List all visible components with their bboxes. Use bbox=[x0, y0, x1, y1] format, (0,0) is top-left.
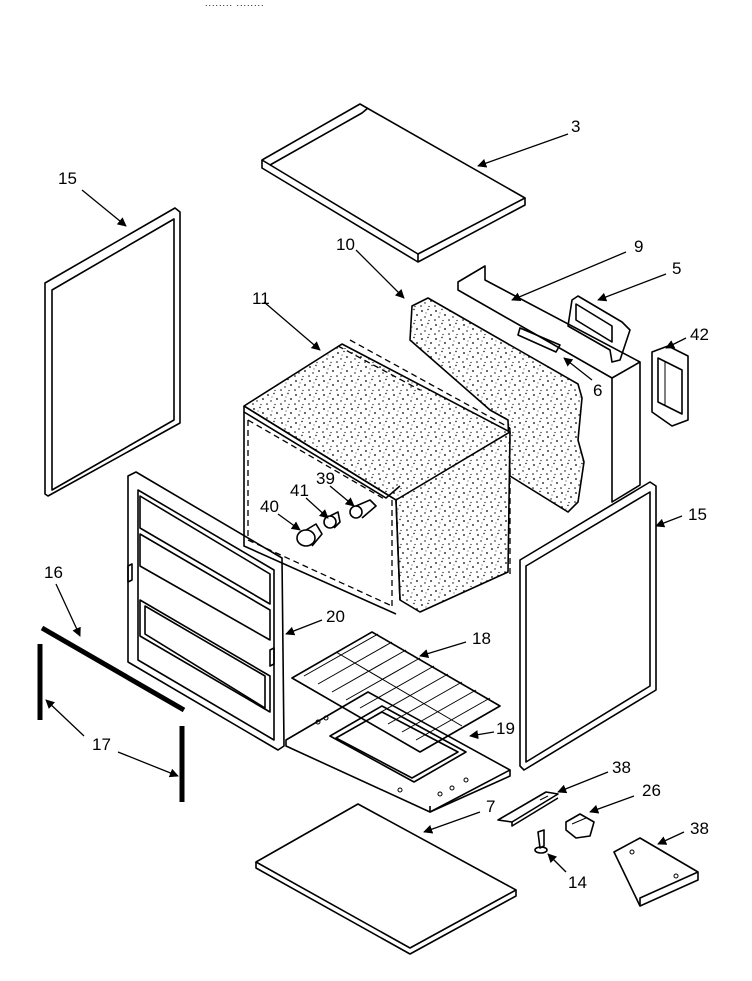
left-side-panel-part-15 bbox=[44, 207, 181, 497]
back-panel-part-9 bbox=[457, 265, 641, 503]
trim-strip-part-16 bbox=[40, 625, 186, 713]
label-19: 19 bbox=[496, 719, 515, 738]
label-10: 10 bbox=[336, 235, 355, 254]
oven-rack-part-18 bbox=[291, 631, 501, 753]
label-15-left: 15 bbox=[58, 169, 77, 188]
oven-insulation-part-11 bbox=[243, 339, 511, 613]
oven-front-frame-part-20 bbox=[127, 471, 285, 751]
label-40: 40 bbox=[260, 497, 279, 516]
leader-lines bbox=[45, 133, 687, 873]
label-7: 7 bbox=[486, 797, 495, 816]
label-38-upper: 38 bbox=[612, 758, 631, 777]
label-15-right: 15 bbox=[688, 505, 707, 524]
label-5: 5 bbox=[672, 259, 681, 278]
label-42: 42 bbox=[690, 325, 709, 344]
bottom-panel-part-7 bbox=[255, 803, 517, 955]
clip-part-26 bbox=[565, 813, 595, 839]
top-panel-part-3 bbox=[261, 103, 526, 263]
label-14: 14 bbox=[568, 873, 587, 892]
label-16: 16 bbox=[44, 563, 63, 582]
vent-trim-part-42 bbox=[651, 345, 689, 427]
bracket-part-38-lower bbox=[613, 837, 699, 907]
vent-bracket-part-5 bbox=[567, 295, 631, 363]
header-text: ........ ........ bbox=[205, 0, 265, 8]
label-18: 18 bbox=[472, 629, 491, 648]
label-6: 6 bbox=[593, 381, 602, 400]
label-41: 41 bbox=[290, 481, 309, 500]
label-39: 39 bbox=[316, 469, 335, 488]
label-11: 11 bbox=[252, 289, 270, 308]
label-38-lower: 38 bbox=[690, 819, 709, 838]
label-20: 20 bbox=[326, 607, 345, 626]
trim-strips-part-17 bbox=[37, 644, 185, 802]
screw-part-14 bbox=[534, 829, 548, 854]
oven-liner-box bbox=[243, 406, 401, 615]
switch-part-39 bbox=[349, 499, 377, 519]
bezel-part-41 bbox=[323, 511, 341, 529]
label-3: 3 bbox=[571, 117, 580, 136]
label-26: 26 bbox=[642, 781, 661, 800]
bracket-part-38-upper bbox=[497, 791, 559, 827]
part-labels: 3 15 10 9 5 42 11 6 39 41 40 15 16 20 18… bbox=[44, 117, 709, 892]
label-17: 17 bbox=[92, 735, 111, 754]
label-9: 9 bbox=[634, 237, 643, 256]
oven-bottom-part-19 bbox=[285, 691, 511, 813]
right-side-panel-part-15 bbox=[519, 481, 657, 771]
rear-insulation-part-10 bbox=[409, 297, 585, 513]
knob-part-40 bbox=[296, 523, 323, 547]
